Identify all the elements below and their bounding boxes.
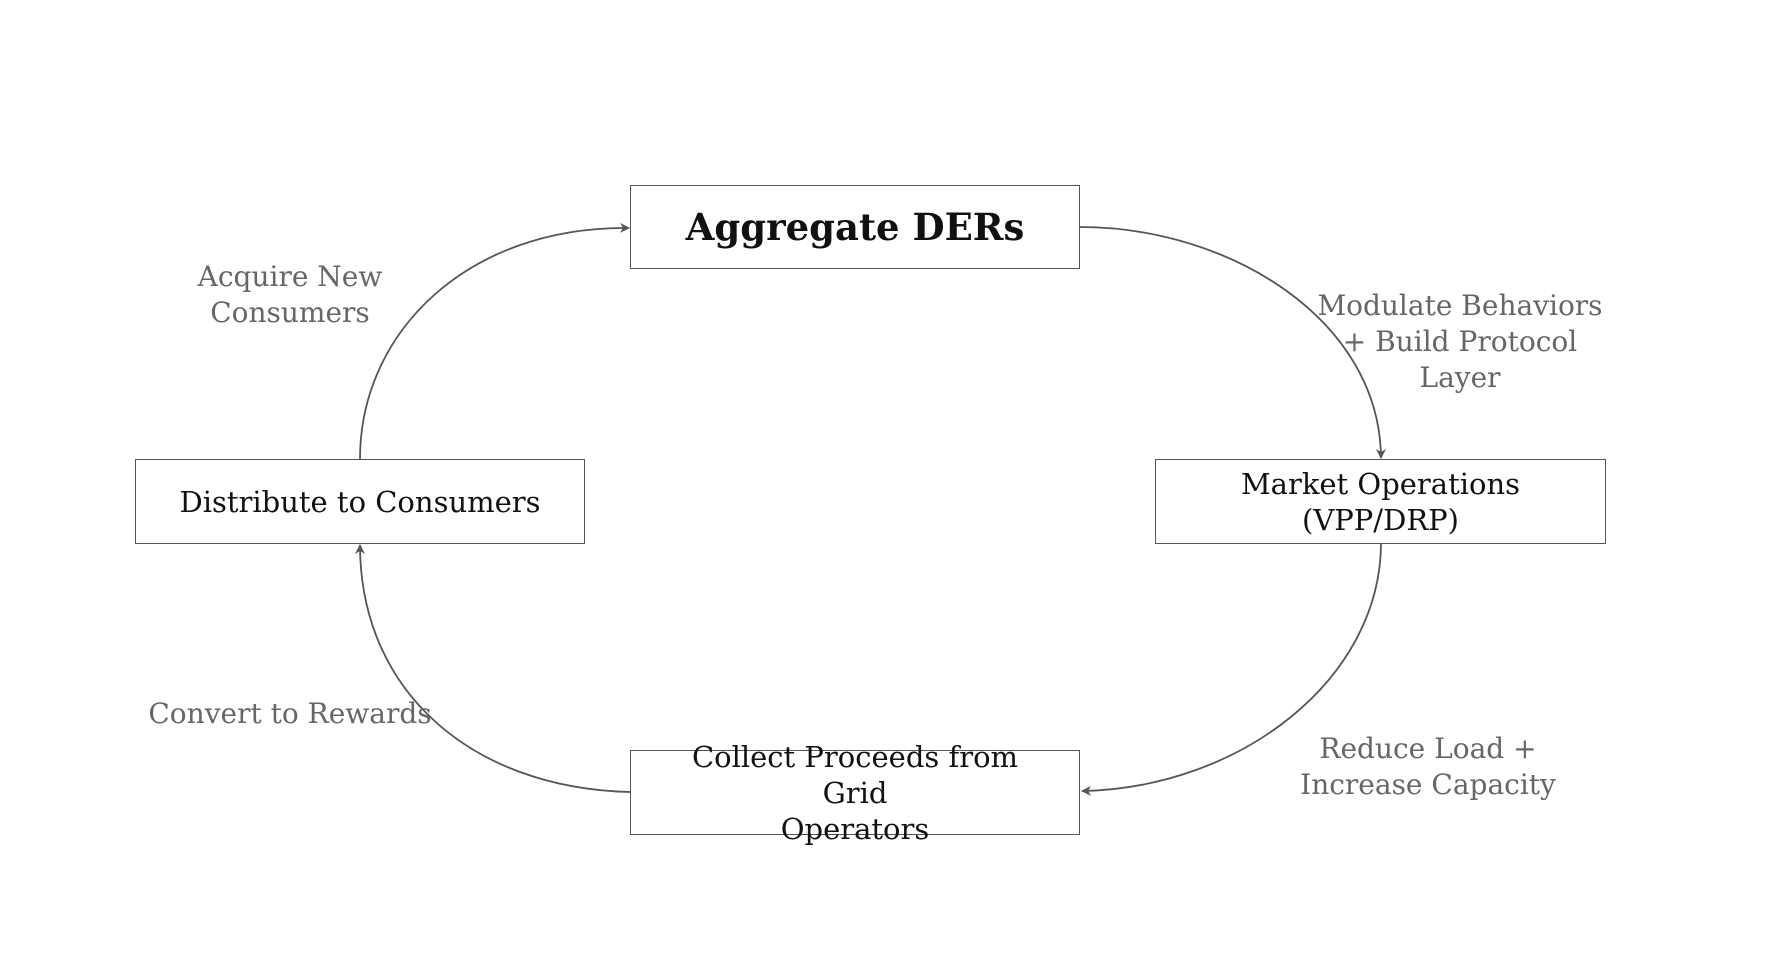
edge-label-modulate-behaviors: Modulate Behaviors + Build Protocol Laye…	[1290, 288, 1630, 396]
edge-label-convert-to-rewards: Convert to Rewards	[120, 696, 460, 732]
edge-label-modulate-line-3: Layer	[1419, 361, 1501, 394]
node-collect-proceeds-line-2: Operators	[780, 811, 930, 846]
node-collect-proceeds-line-1: Collect Proceeds from Grid	[691, 739, 1019, 810]
node-collect-proceeds-label: Collect Proceeds from Grid Operators	[631, 739, 1079, 847]
node-collect-proceeds: Collect Proceeds from Grid Operators	[630, 740, 1080, 846]
arrow-market-to-collect	[1081, 543, 1382, 796]
node-market-operations-line-2: (VPP/DRP)	[1302, 502, 1459, 537]
arrow-collect-to-distribute	[355, 544, 631, 793]
node-market-operations-label: Market Operations (VPP/DRP)	[1213, 466, 1548, 538]
node-distribute-to-consumers-label: Distribute to Consumers	[179, 484, 541, 519]
edge-label-reduce-line-2: Increase Capacity	[1300, 768, 1556, 801]
edge-label-modulate-line-1: Modulate Behaviors	[1317, 289, 1603, 322]
node-distribute-to-consumers: Distribute to Consumers	[135, 459, 585, 544]
node-aggregate-ders: Aggregate DERs	[630, 185, 1080, 269]
node-market-operations: Market Operations (VPP/DRP)	[1155, 459, 1606, 544]
arrow-distribute-to-aggregate	[359, 222, 630, 460]
node-market-operations-line-1: Market Operations	[1240, 466, 1521, 501]
edge-label-acquire-line-1: Acquire New	[197, 260, 383, 293]
edge-label-acquire-new-consumers: Acquire New Consumers	[150, 259, 430, 331]
edge-label-modulate-line-2: + Build Protocol	[1342, 325, 1578, 358]
edge-label-acquire-line-2: Consumers	[210, 296, 370, 329]
arrow-aggregate-to-market	[1079, 226, 1386, 459]
edge-label-convert-line-1: Convert to Rewards	[148, 697, 432, 730]
edge-label-reduce-line-1: Reduce Load +	[1319, 732, 1537, 765]
node-aggregate-ders-label: Aggregate DERs	[685, 205, 1025, 249]
edge-label-reduce-load: Reduce Load + Increase Capacity	[1258, 731, 1598, 803]
